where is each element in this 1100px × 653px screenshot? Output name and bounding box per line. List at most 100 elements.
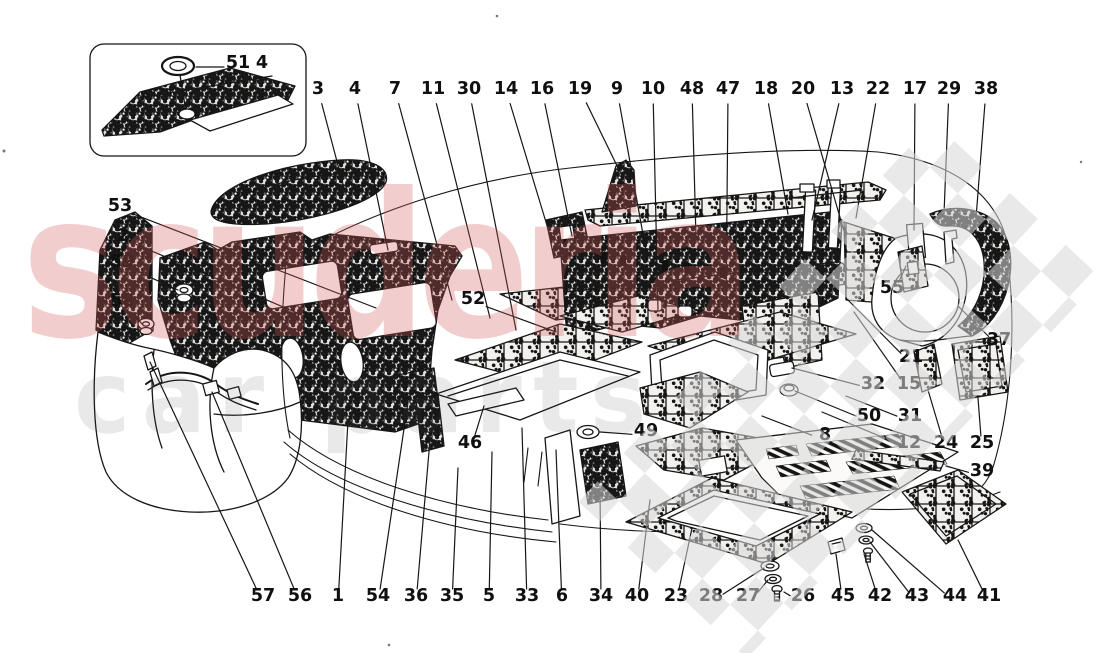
leader-line-8 [761, 415, 813, 436]
part-label-53-21: 53 [108, 196, 377, 309]
part-number-56: 56 [288, 586, 312, 606]
leader-line-25 [977, 397, 982, 437]
grommet-49 [576, 424, 600, 440]
part-label-50-31: 50 [794, 390, 881, 426]
part-number-23: 23 [664, 586, 688, 606]
grommet-58 [137, 317, 155, 336]
washer-28 [760, 560, 780, 572]
part-label-51-0: 51 [195, 53, 250, 73]
strap-clip [143, 351, 157, 371]
part-label-54-43: 54 [366, 401, 409, 606]
part-number-53: 53 [108, 196, 132, 216]
console-flap-narrow [415, 393, 445, 453]
tunnel-hook [647, 299, 663, 312]
leader-line-5 [488, 451, 493, 590]
rocker-lines [287, 429, 549, 521]
leader-line-4 [357, 103, 389, 251]
part-number-45: 45 [831, 586, 855, 606]
part-number-26: 26 [791, 586, 815, 606]
part-number-32: 32 [861, 374, 885, 394]
part-number-18: 18 [754, 79, 778, 99]
dash-cutout-b [347, 281, 437, 341]
part-number-40: 40 [625, 586, 649, 606]
leader-line-1 [338, 419, 349, 590]
part-number-25: 25 [970, 433, 994, 453]
leader-line-26 [783, 591, 791, 597]
part-number-47: 47 [716, 79, 740, 99]
leader-line-17 [913, 103, 916, 231]
leader-line-4 [251, 76, 257, 91]
part-number-16: 16 [530, 79, 554, 99]
part-number-31: 31 [898, 406, 922, 426]
part-number-59: 59 [110, 252, 134, 272]
part-label-5-46: 5 [483, 451, 495, 606]
leader-line-30 [471, 103, 517, 331]
leader-line-24 [927, 389, 943, 438]
washer-44 [855, 522, 873, 534]
part-number-12: 12 [897, 433, 921, 453]
part-label-6-48: 6 [555, 449, 568, 606]
part-number-21: 21 [899, 347, 923, 367]
leader-line-56 [211, 391, 296, 591]
part-label-32-29: 32 [791, 367, 885, 394]
part-number-43: 43 [905, 586, 929, 606]
part-number-27: 27 [736, 586, 760, 606]
part-label-33-47: 33 [515, 427, 539, 606]
part-number-1: 1 [332, 586, 344, 606]
part-label-4-1: 4 [251, 53, 268, 91]
part-label-11-5: 11 [421, 79, 491, 319]
part-number-29: 29 [937, 79, 961, 99]
leader-line-41 [957, 539, 984, 591]
part-number-35: 35 [440, 586, 464, 606]
part-number-10: 10 [641, 79, 665, 99]
plug-50 [779, 383, 799, 397]
part-label-35-45: 35 [440, 467, 464, 606]
part-label-27-53: 27 [736, 579, 769, 606]
leader-line-57 [149, 361, 258, 591]
part-label-45-55: 45 [831, 553, 855, 606]
leader-line-6 [555, 449, 563, 590]
part-number-17: 17 [903, 79, 927, 99]
part-number-38: 38 [974, 79, 998, 99]
part-number-52: 52 [461, 289, 485, 309]
leader-line-59 [134, 269, 179, 291]
leader-line-46 [473, 405, 485, 438]
part-number-9: 9 [611, 79, 623, 99]
part-label-4-3: 4 [349, 79, 389, 251]
tunnel-strip [447, 387, 525, 417]
sill-flap [579, 441, 627, 505]
part-number-41: 41 [977, 586, 1001, 606]
footwell-wheelhouse-outline [93, 331, 303, 513]
part-label-49-38: 49 [599, 421, 658, 441]
inset-sill-carpet-box [89, 43, 307, 157]
part-number-2: 2 [117, 226, 129, 246]
part-label-29-19: 29 [937, 79, 961, 215]
leader-line-35 [452, 467, 459, 590]
part-label-3-2: 3 [312, 79, 345, 189]
part-label-38-20: 38 [974, 79, 998, 219]
part-number-48: 48 [680, 79, 704, 99]
leader-line-16 [544, 103, 573, 237]
leader-line-14 [509, 102, 553, 243]
part-number-24: 24 [934, 433, 958, 453]
part-label-25-35: 25 [970, 397, 994, 453]
part-number-44: 44 [943, 586, 967, 606]
leader-line-44 [871, 529, 945, 594]
part-number-33: 33 [515, 586, 539, 606]
grommet-59 [174, 283, 194, 303]
screw-26 [771, 584, 783, 602]
part-label-26-54: 26 [783, 586, 815, 606]
part-number-36: 36 [404, 586, 428, 606]
leader-line-2 [135, 243, 343, 333]
washer-27 [764, 573, 782, 585]
part-label-1-42: 1 [332, 419, 349, 606]
leader-line-49 [599, 431, 633, 435]
leader-line-33 [521, 427, 528, 590]
part-number-13: 13 [830, 79, 854, 99]
part-number-34: 34 [589, 586, 613, 606]
part-label-57-40: 57 [149, 361, 275, 606]
part-label-17-18: 17 [903, 79, 927, 231]
part-number-7: 7 [389, 79, 401, 99]
